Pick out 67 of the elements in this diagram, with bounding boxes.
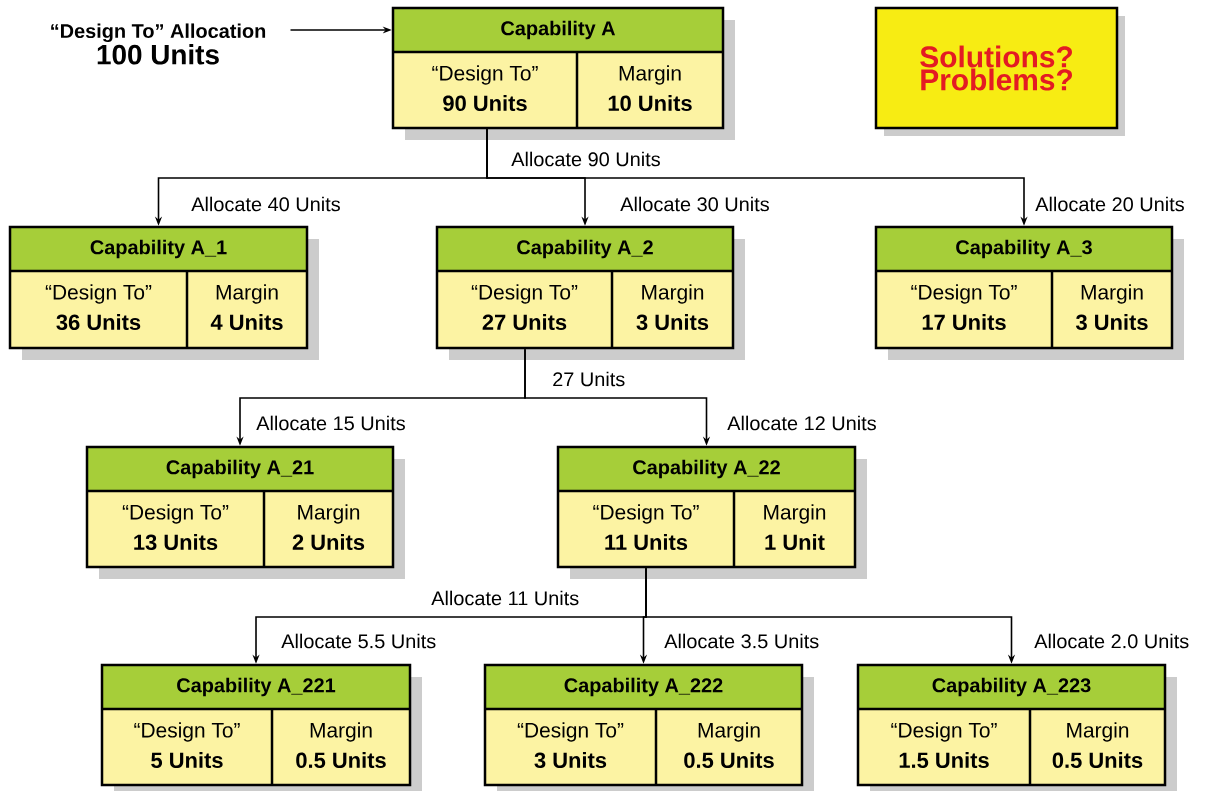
cell-label: “Design To” [134, 722, 240, 742]
edge-label: Allocate 15 Units [256, 415, 405, 431]
edge-label: Allocate 12 Units [727, 415, 876, 431]
capability-box [483, 663, 814, 791]
cell-value: 1.5 Units [899, 751, 989, 769]
trunk-label: Allocate 90 Units [511, 151, 660, 167]
cell-value: 36 Units [56, 313, 141, 331]
cell-label: Margin [764, 504, 826, 524]
box-title: Capability A_22 [633, 459, 780, 479]
capability-box [85, 445, 405, 579]
cell-label: Margin [310, 722, 372, 742]
box-title: Capability A_1 [90, 239, 227, 259]
capability-box [8, 225, 319, 360]
cell-value: 90 Units [443, 94, 527, 112]
capability-box [391, 6, 735, 140]
trunk-label: 27 Units [553, 371, 625, 387]
cell-label: “Design To” [911, 284, 1017, 304]
box-title: Capability A_223 [932, 677, 1091, 697]
cell-label: “Design To” [891, 722, 997, 742]
allocation-text: “Design To” Allocation 100 Units [51, 23, 266, 65]
capability-box [874, 225, 1184, 360]
trunk-label: Allocate 11 Units [431, 590, 579, 606]
cell-label: “Design To” [517, 722, 624, 742]
cell-value: 13 Units [134, 533, 218, 551]
edge-label: Allocate 3.5 Units [664, 633, 819, 649]
cell-label: Margin [1081, 284, 1143, 304]
cell-label: Margin [642, 284, 704, 304]
cell-value: 3 Units [1075, 313, 1148, 331]
cell-value: 0.5 Units [296, 751, 386, 769]
cell-label: “Design To” [45, 284, 152, 304]
edge-label: Allocate 2.0 Units [1034, 633, 1189, 649]
capability-box [556, 445, 867, 579]
box-title: Capability A_21 [166, 459, 314, 479]
cell-value: 5 Units [151, 751, 223, 769]
capability-box [856, 663, 1177, 791]
box-title: Capability A_221 [177, 677, 336, 697]
box-title: Capability A_222 [564, 677, 723, 697]
box-title: Capability A [501, 20, 616, 40]
edge-label: Allocate 20 Units [1035, 196, 1184, 212]
cell-label: Margin [298, 504, 360, 524]
capability-box [100, 663, 422, 791]
cell-value: 2 Units [292, 533, 365, 551]
cell-value: 27 Units [482, 313, 567, 331]
cell-label: Margin [216, 284, 278, 304]
cell-label: Margin [619, 65, 681, 85]
edge-label: Allocate 5.5 Units [281, 633, 436, 649]
cell-value: 0.5 Units [684, 751, 774, 769]
cell-label: Margin [1067, 722, 1129, 742]
cell-label: “Design To” [593, 504, 699, 524]
box-title: Capability A_2 [517, 239, 653, 259]
edge-label: Allocate 30 Units [620, 196, 769, 212]
cell-value: 4 Units [210, 313, 283, 331]
cell-label: “Design To” [432, 65, 538, 85]
cell-label: “Design To” [122, 504, 229, 524]
capability-box [435, 225, 745, 360]
cell-value: 10 Units [608, 94, 692, 112]
cell-value: 1 Unit [765, 533, 825, 551]
cell-value: 0.5 Units [1052, 751, 1143, 769]
cell-value: 3 Units [534, 751, 607, 769]
note-box: Solutions? Problems? [874, 6, 1125, 136]
cell-value: 3 Units [636, 313, 709, 331]
box-title: Capability A_3 [956, 239, 1092, 259]
cell-label: “Design To” [471, 284, 578, 304]
cell-value: 17 Units [922, 313, 1006, 331]
cell-label: Margin [698, 722, 760, 742]
edge-label: Allocate 40 Units [191, 196, 340, 212]
cell-value: 11 Units [605, 533, 688, 551]
